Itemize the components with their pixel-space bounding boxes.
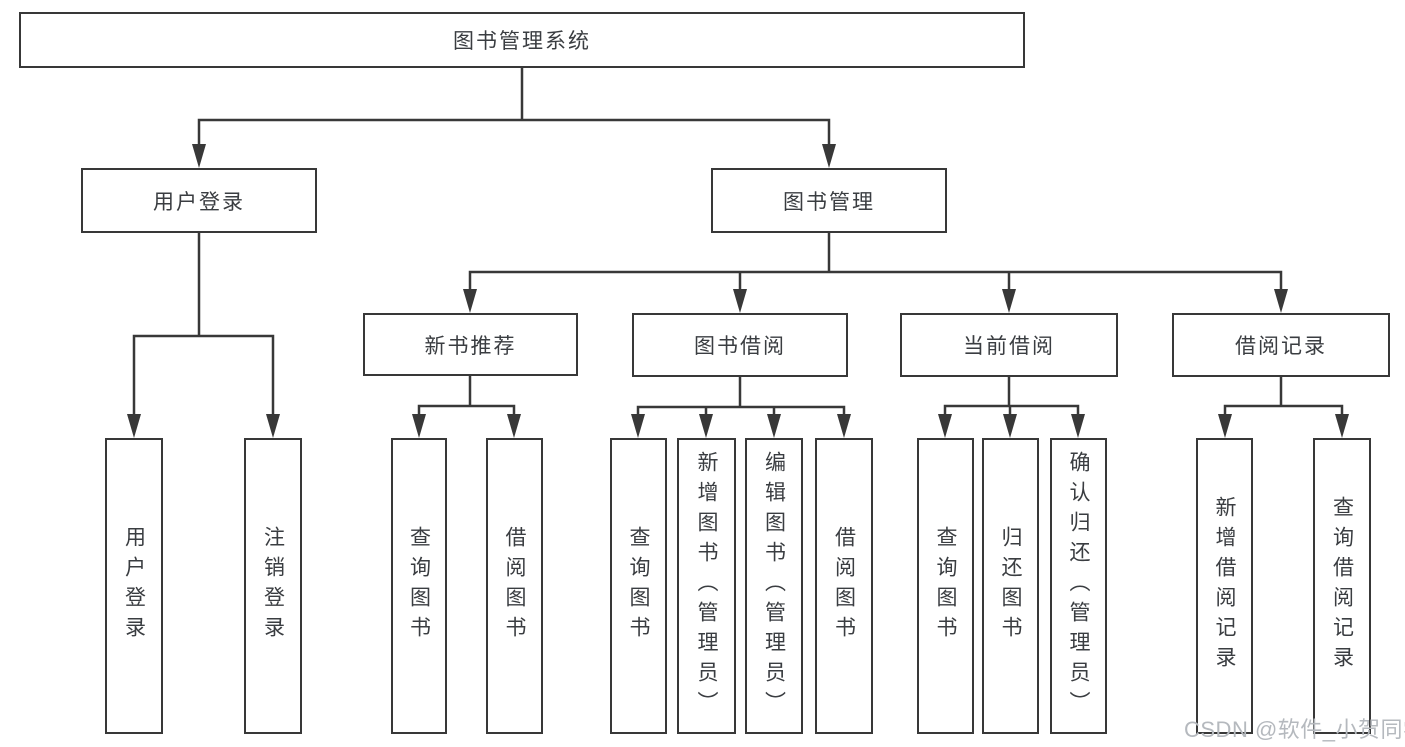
- node-library-system-root: 图书管理系统: [19, 12, 1025, 68]
- leaf-confirm-return-admin: 确认归还（管理员）: [1050, 438, 1107, 734]
- arrowhead-icon: [822, 144, 836, 168]
- arrowhead-icon: [631, 414, 645, 438]
- leaf-label: 借阅图书: [503, 526, 526, 646]
- tree-edges: [132, 65, 1344, 420]
- node-label: 借阅记录: [1235, 335, 1327, 358]
- leaf-label: 归还图书: [999, 526, 1022, 646]
- arrowhead-icon: [767, 414, 781, 438]
- arrowhead-icon: [127, 414, 141, 438]
- arrowhead-icon: [507, 414, 521, 438]
- arrowhead-icon: [1274, 289, 1288, 313]
- leaf-user-login: 用户登录: [105, 438, 163, 734]
- node-borrowing-records: 借阅记录: [1172, 313, 1390, 377]
- node-user-login: 用户登录: [81, 168, 317, 233]
- node-book-management: 图书管理: [711, 168, 947, 233]
- leaf-label: 确认归还（管理员）: [1067, 451, 1090, 721]
- node-label: 用户登录: [153, 190, 245, 214]
- leaf-label: 编辑图书（管理员）: [762, 451, 786, 721]
- leaf-label: 新增借阅记录: [1213, 496, 1236, 676]
- node-label: 图书借阅: [694, 335, 786, 358]
- leaf-label: 查询图书: [934, 526, 957, 646]
- node-label: 图书管理系统: [453, 30, 591, 53]
- arrowhead-icon: [1071, 414, 1085, 438]
- node-current-borrowing: 当前借阅: [900, 313, 1118, 377]
- leaf-borrow-book: 借阅图书: [815, 438, 873, 734]
- leaf-logout: 注销登录: [244, 438, 302, 734]
- arrowhead-icon: [1003, 414, 1017, 438]
- arrowhead-icon: [837, 414, 851, 438]
- arrowhead-icon: [733, 289, 747, 313]
- leaf-label: 注销登录: [261, 526, 285, 646]
- arrowheads: [127, 144, 1349, 438]
- leaf-edit-book-admin: 编辑图书（管理员）: [745, 438, 803, 734]
- leaf-add-borrow-record: 新增借阅记录: [1196, 438, 1253, 734]
- node-new-book-recommend: 新书推荐: [363, 313, 578, 376]
- arrowhead-icon: [938, 414, 952, 438]
- arrowhead-icon: [463, 289, 477, 313]
- arrowhead-icon: [192, 144, 206, 168]
- arrowhead-icon: [412, 414, 426, 438]
- leaf-return-book: 归还图书: [982, 438, 1039, 734]
- arrowhead-icon: [1002, 289, 1016, 313]
- leaf-query-books-borrowing: 查询图书: [610, 438, 667, 734]
- leaf-borrow-books-recommend: 借阅图书: [486, 438, 543, 734]
- node-label: 图书管理: [783, 190, 875, 214]
- leaf-label: 新增图书（管理员）: [695, 451, 718, 721]
- leaf-add-book-admin: 新增图书（管理员）: [677, 438, 736, 734]
- leaf-query-books-recommend: 查询图书: [391, 438, 447, 734]
- node-label: 当前借阅: [963, 335, 1055, 358]
- node-book-borrowing: 图书借阅: [632, 313, 848, 377]
- leaf-label: 借阅图书: [832, 526, 856, 646]
- node-label: 新书推荐: [424, 334, 517, 358]
- leaf-label: 查询图书: [407, 526, 431, 646]
- leaf-label: 查询借阅记录: [1330, 496, 1354, 676]
- arrowhead-icon: [1218, 414, 1232, 438]
- leaf-query-books-current: 查询图书: [917, 438, 974, 734]
- arrowhead-icon: [1335, 414, 1349, 438]
- arrowhead-icon: [699, 414, 713, 438]
- arrowhead-icon: [266, 414, 280, 438]
- leaf-label: 用户登录: [122, 526, 146, 646]
- leaf-label: 查询图书: [627, 526, 650, 646]
- leaf-query-borrow-record: 查询借阅记录: [1313, 438, 1371, 734]
- csdn-watermark: CSDN @软件_小贺同学: [1184, 717, 1405, 742]
